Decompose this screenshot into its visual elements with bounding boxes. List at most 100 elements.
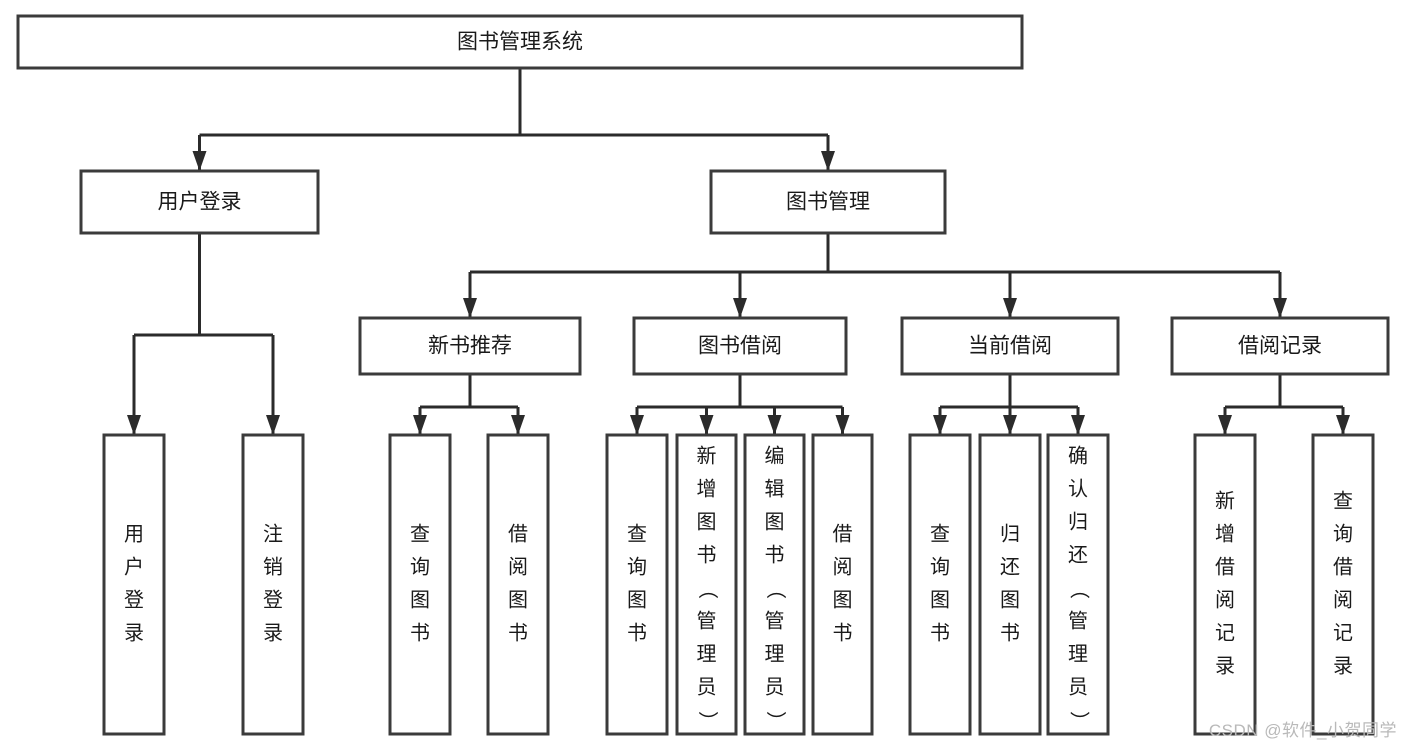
- arrow-head-icon: [699, 415, 714, 435]
- node-label-leaf-return-book: 还: [1000, 555, 1020, 578]
- node-box-leaf-edit-book: [743, 433, 806, 736]
- node-label-leaf-confirm-return: 认: [1068, 477, 1088, 500]
- node-label-leaf-add-book: 增: [697, 477, 717, 500]
- node-label-leaf-add-book: （: [696, 579, 719, 599]
- node-label-leaf-query-book-2: 书: [627, 621, 647, 644]
- edge-group-new-book-recommend: [413, 374, 525, 435]
- node-new-book-recommend[interactable]: 新书推荐: [358, 316, 582, 376]
- node-label-leaf-return-book: 图: [1000, 589, 1020, 611]
- node-box-user-login: [79, 169, 320, 235]
- arrow-head-icon: [1003, 298, 1017, 318]
- node-label-leaf-query-book-2: 询: [627, 555, 647, 578]
- arrow-head-icon: [835, 415, 850, 435]
- node-label-leaf-user-logout: 登: [263, 588, 283, 611]
- node-label-leaf-query-book-1: 图: [410, 589, 430, 611]
- node-label-leaf-add-borrow-record: 录: [1215, 655, 1235, 677]
- node-label-leaf-borrow-book-2: 借: [833, 522, 853, 545]
- connector-layer: [127, 68, 1350, 435]
- node-book-manage[interactable]: 图书管理: [709, 169, 947, 235]
- node-label-leaf-query-borrow-record: 录: [1333, 655, 1353, 677]
- node-label-leaf-user-login: 登: [124, 588, 144, 611]
- edge-group-book-borrow: [630, 374, 850, 435]
- node-label-leaf-query-book-3: 询: [930, 555, 950, 578]
- node-label-current-borrow: 当前借阅: [968, 335, 1052, 358]
- node-label-leaf-query-borrow-record: 查: [1333, 489, 1353, 512]
- node-box-leaf-borrow-book-2: [811, 433, 874, 736]
- node-root[interactable]: 图书管理系统: [16, 14, 1024, 70]
- node-box-book-manage: [709, 169, 947, 235]
- node-label-leaf-borrow-book-1: 借: [508, 522, 528, 545]
- node-box-leaf-confirm-return: [1046, 433, 1110, 736]
- edge-group-borrow-record: [1218, 374, 1350, 435]
- node-label-leaf-add-book: 图: [697, 511, 717, 533]
- node-book-borrow[interactable]: 图书借阅: [632, 316, 848, 376]
- node-label-leaf-borrow-book-2: 阅: [833, 555, 853, 578]
- node-label-leaf-add-book: 书: [697, 543, 717, 566]
- node-label-leaf-edit-book: 辑: [765, 477, 785, 500]
- node-label-leaf-confirm-return: 理: [1068, 643, 1088, 665]
- node-label-leaf-user-logout: 销: [263, 555, 283, 578]
- node-label-leaf-add-book: ）: [696, 711, 719, 731]
- node-label-leaf-user-logout: 注: [263, 522, 283, 545]
- node-label-leaf-query-book-3: 查: [930, 522, 950, 545]
- node-label-leaf-confirm-return: 确: [1068, 444, 1088, 467]
- arrow-head-icon: [821, 151, 835, 171]
- node-label-leaf-borrow-book-1: 书: [508, 621, 528, 644]
- node-box-leaf-user-logout: [241, 433, 305, 736]
- node-label-leaf-query-book-3: 图: [930, 589, 950, 611]
- node-label-leaf-add-book: 员: [697, 676, 717, 698]
- node-label-leaf-add-borrow-record: 新: [1215, 489, 1235, 512]
- node-box-new-book-recommend: [358, 316, 582, 376]
- node-label-leaf-confirm-return: 归: [1068, 510, 1088, 533]
- node-current-borrow[interactable]: 当前借阅: [900, 316, 1120, 376]
- node-label-borrow-record: 借阅记录: [1238, 335, 1322, 358]
- node-leaf-user-login[interactable]: 用户登录: [102, 433, 166, 736]
- node-label-leaf-user-login: 录: [124, 622, 144, 644]
- edge-group-current-borrow: [933, 374, 1085, 435]
- node-label-leaf-confirm-return: 管: [1068, 609, 1088, 632]
- node-label-leaf-edit-book: 员: [765, 676, 785, 698]
- node-box-borrow-record: [1170, 316, 1390, 376]
- node-user-login[interactable]: 用户登录: [79, 169, 320, 235]
- node-label-leaf-query-borrow-record: 记: [1333, 621, 1353, 644]
- node-box-leaf-user-login: [102, 433, 166, 736]
- node-box-leaf-query-book-3: [908, 433, 972, 736]
- arrow-head-icon: [630, 415, 644, 435]
- node-label-leaf-edit-book: ）: [764, 711, 787, 731]
- node-label-leaf-borrow-book-2: 图: [833, 589, 853, 611]
- arrow-head-icon: [1071, 415, 1085, 435]
- arrow-head-icon: [127, 415, 141, 435]
- arrow-head-icon: [463, 298, 477, 318]
- arrow-head-icon: [266, 415, 280, 435]
- node-label-leaf-query-book-1: 查: [410, 522, 430, 545]
- node-label-user-login: 用户登录: [158, 191, 242, 214]
- node-box-leaf-add-borrow-record: [1193, 433, 1257, 736]
- node-label-book-borrow: 图书借阅: [698, 335, 782, 358]
- node-label-leaf-confirm-return: 还: [1068, 543, 1088, 566]
- node-borrow-record[interactable]: 借阅记录: [1170, 316, 1390, 376]
- node-box-leaf-query-borrow-record: [1311, 433, 1375, 736]
- node-label-leaf-add-book: 新: [697, 444, 717, 467]
- node-label-leaf-query-book-2: 查: [627, 522, 647, 545]
- node-label-leaf-add-borrow-record: 借: [1215, 555, 1235, 578]
- node-label-leaf-query-book-1: 询: [410, 555, 430, 578]
- node-label-leaf-query-book-3: 书: [930, 621, 950, 644]
- node-label-leaf-query-borrow-record: 借: [1333, 555, 1353, 578]
- node-label-leaf-borrow-book-1: 阅: [508, 555, 528, 578]
- arrow-head-icon: [1003, 415, 1017, 435]
- node-box-leaf-borrow-book-1: [486, 433, 550, 736]
